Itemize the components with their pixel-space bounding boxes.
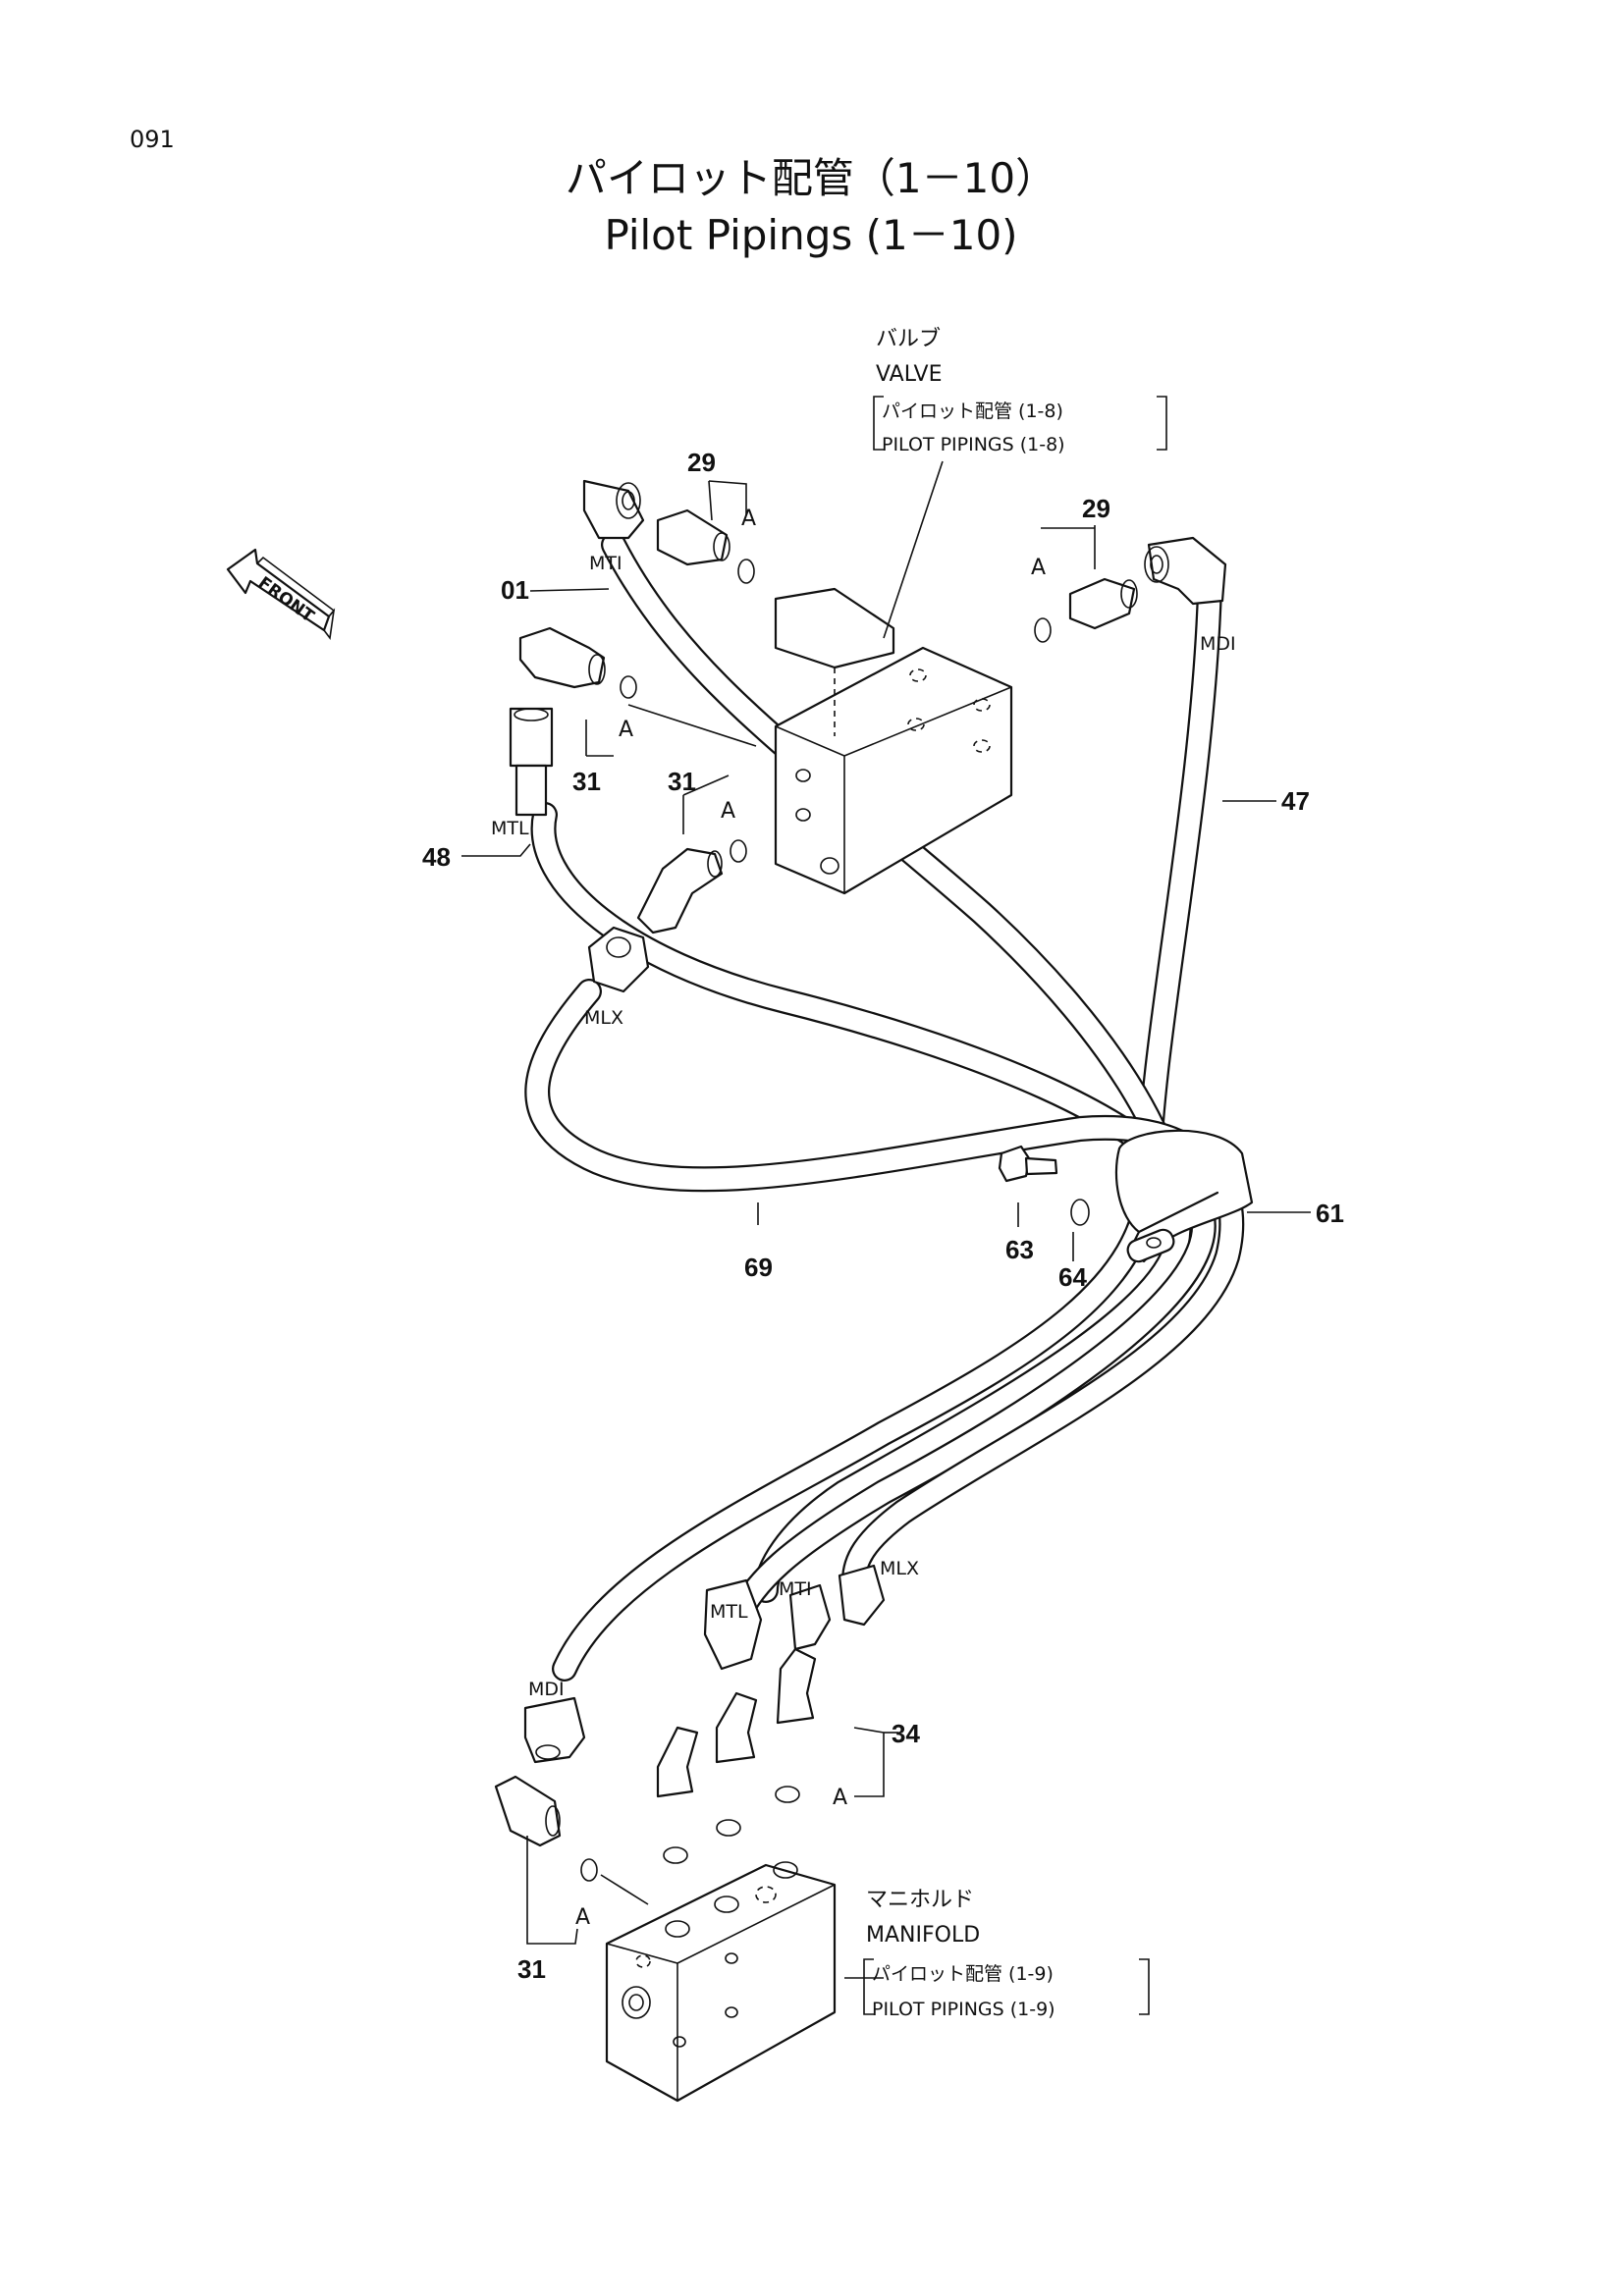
oring-ref-a2: A [1031,556,1046,580]
port-label-mti-bottom: MTI [779,1578,812,1600]
fitting-mtl-top [509,707,554,817]
elbow-31-lower [494,1775,562,1847]
elbow-31-upper-mid [636,847,724,934]
manifold-reference-english: PILOT PIPINGS (1-9) [872,1999,1055,2020]
part-number-31-upper-mid: 31 [668,767,696,796]
o-rings [580,559,1052,1882]
part-number-31-upper-left: 31 [572,767,601,796]
oring-reference-letters: A A A A A A [575,507,1046,1930]
valve-name-japanese: バルブ [876,327,941,351]
front-arrow-icon: FRONT [226,548,336,641]
manifold-reference: マニホルド MANIFOLD パイロット配管 (1-9) PILOT PIPIN… [863,1888,1150,2020]
part-number-47: 47 [1281,786,1310,816]
port-label-mlx-top: MLX [584,1007,623,1029]
elbow-fitting-mti-top [582,479,645,540]
port-label-mdi-bottom: MDI [528,1679,565,1700]
part-number-69: 69 [744,1253,773,1282]
elbows-34 [656,1647,817,1798]
valve-block [774,587,1013,895]
port-label-mtl-bottom: MTL [710,1601,748,1623]
valve-name-english: VALVE [876,362,942,387]
bolt-63 [998,1145,1058,1183]
part-number-61: 61 [1316,1199,1344,1228]
elbow-fitting-mdi-top [1144,536,1227,606]
manifold-name-english: MANIFOLD [866,1923,980,1948]
oring-ref-a1: A [741,507,756,531]
part-number-63: 63 [1005,1235,1034,1264]
manifold-name-japanese: マニホルド [866,1888,974,1912]
manifold-block [605,1861,837,2103]
port-label-mtl-top: MTL [491,818,529,839]
port-label-mti-top: MTI [589,553,622,574]
part-number-31-lower: 31 [517,1954,546,1984]
port-label-mlx-bottom: MLX [880,1558,919,1579]
manifold-reference-japanese: パイロット配管 (1-9) [872,1963,1054,1985]
part-number-01: 01 [501,575,529,605]
page-number: 091 [130,126,175,153]
lock-washer-64 [1070,1199,1090,1226]
fitting-mlx-top [587,926,650,993]
port-labels: MTI MDI MTL MLX MLX MTI MTL MDI [491,553,1236,1700]
part-number-48: 48 [422,842,451,872]
bottom-fittings [523,1564,886,1764]
part-number-callouts: 01 29 29 31 31 31 34 47 48 61 63 64 69 [422,448,1344,1984]
oring-ref-a3: A [619,718,633,742]
oring-ref-a5: A [833,1786,847,1810]
title-japanese: パイロット配管（1－10） [566,154,1056,202]
part-number-64: 64 [1058,1262,1087,1292]
valve-reference-english: PILOT PIPINGS (1-8) [882,434,1065,455]
title-english: Pilot Pipings (1－10) [604,211,1017,259]
valve-reference: バルブ VALVE パイロット配管 (1-8) PILOT PIPINGS (1… [873,327,1167,455]
oring-ref-a6: A [575,1905,590,1930]
part-number-29-right: 29 [1082,494,1110,523]
adapter-29-right [1068,577,1138,630]
adapter-29-left [656,508,730,566]
elbow-31-upper-left [518,626,606,689]
part-number-34: 34 [892,1719,920,1748]
port-label-mdi-top: MDI [1200,633,1236,655]
valve-reference-japanese: パイロット配管 (1-8) [882,400,1063,422]
hose-clamp [1114,1129,1254,1263]
oring-ref-a4: A [721,799,735,824]
part-number-29-left: 29 [687,448,716,477]
leader-lines [461,460,1311,1979]
